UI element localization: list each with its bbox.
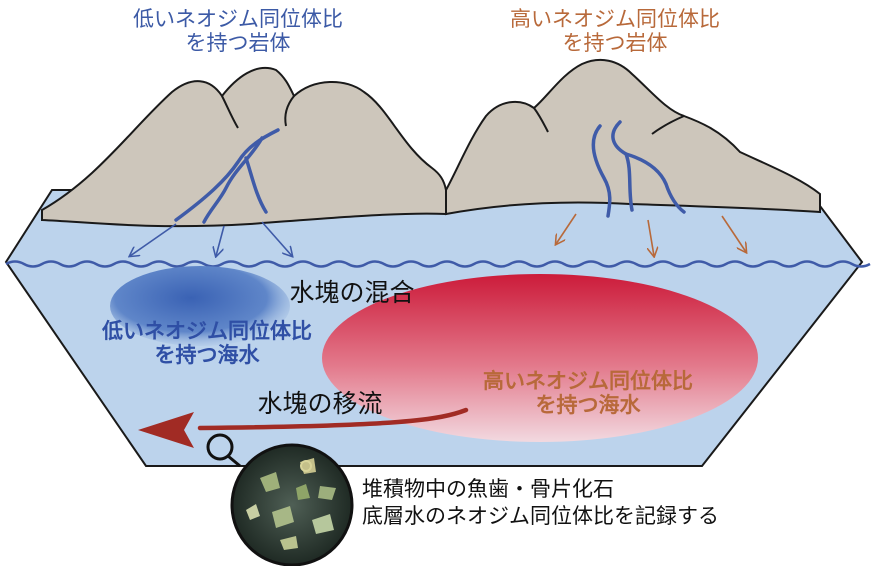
right-rock-body <box>445 58 821 216</box>
fossil-caption-line-2: 底層水のネオジム同位体比を記録する <box>362 504 719 529</box>
advection-arrow <box>197 407 469 431</box>
fossil-caption: 堆積物中の魚歯・骨片化石 底層水のネオジム同位体比を記録する <box>362 476 719 531</box>
magnifier-circle-icon <box>230 443 354 566</box>
fossil-pointer-line <box>227 454 241 468</box>
fossil-pointer-ring <box>206 433 234 461</box>
low-nd-rock-label: 低いネオジム同位体比 を持つ岩体 <box>133 7 343 55</box>
left-input-arrows <box>130 221 292 256</box>
left-rock-body <box>41 66 447 228</box>
right-rivers <box>591 120 686 218</box>
high-nd-rock-label: 高いネオジム同位体比 を持つ岩体 <box>510 7 720 55</box>
high-nd-seawater-label: 高いネオジム同位体比 を持つ海水 <box>483 369 693 417</box>
low-nd-water-mass <box>110 266 290 346</box>
left-rivers <box>174 128 280 224</box>
mixing-label: 水塊の混合 <box>289 278 415 307</box>
right-ridge-line <box>533 107 549 133</box>
right-ridge-line-2 <box>651 115 685 135</box>
low-nd-seawater-label: 低いネオジム同位体比 を持つ海水 <box>102 319 312 367</box>
left-ridge-line <box>221 95 239 129</box>
advection-label: 水塊の移流 <box>257 389 383 418</box>
right-input-arrows <box>556 213 746 256</box>
fossil-caption-line-1: 堆積物中の魚歯・骨片化石 <box>362 477 614 501</box>
high-nd-water-mass <box>322 274 758 442</box>
left-ridge-line-2 <box>284 95 295 127</box>
sea-surface-wave <box>5 260 871 268</box>
advection-arrow-head <box>138 412 194 448</box>
